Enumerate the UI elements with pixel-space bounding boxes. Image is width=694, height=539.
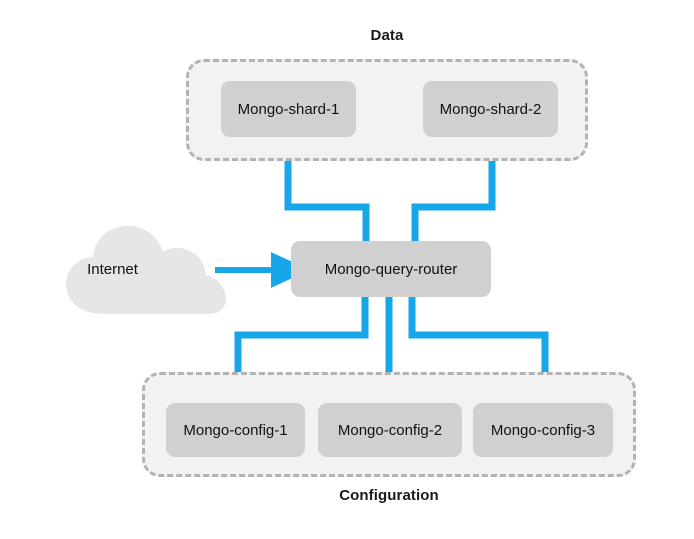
node-mongo-shard-2[interactable]: Mongo-shard-2 — [423, 81, 558, 137]
node-mongo-config-2[interactable]: Mongo-config-2 — [318, 403, 462, 457]
node-mongo-config-3[interactable]: Mongo-config-3 — [473, 403, 613, 457]
node-mongo-query-router[interactable]: Mongo-query-router — [291, 241, 491, 297]
internet-cloud-icon — [60, 222, 232, 317]
node-mongo-config-1[interactable]: Mongo-config-1 — [166, 403, 305, 457]
node-mongo-shard-1[interactable]: Mongo-shard-1 — [221, 81, 356, 137]
group-data-caption: Data — [370, 27, 404, 44]
group-configuration-caption: Configuration — [339, 487, 439, 504]
